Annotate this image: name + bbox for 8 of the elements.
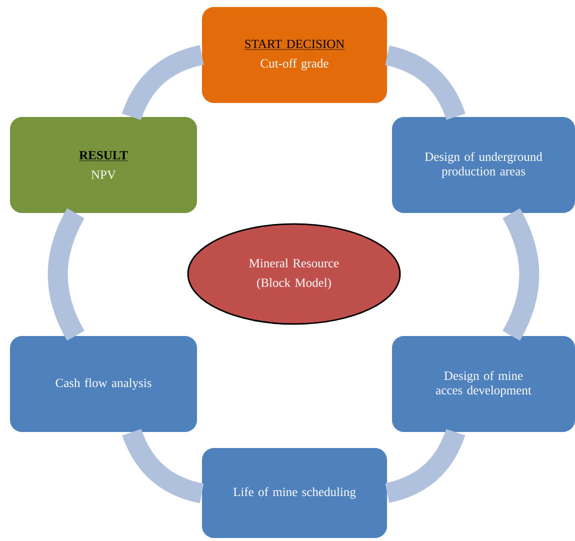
start-box: START DECISION Cut-off grade	[202, 7, 387, 103]
ring-arc	[48, 208, 85, 340]
result-box: RESULT NPV	[10, 117, 197, 213]
ring-arc	[502, 208, 540, 340]
process-box: Life of mine scheduling	[202, 448, 387, 538]
process-box: Design of underground production areas	[392, 117, 575, 213]
process-box: Cash flow analysis	[10, 336, 197, 432]
process-box: Design of mine acces development	[392, 336, 575, 432]
